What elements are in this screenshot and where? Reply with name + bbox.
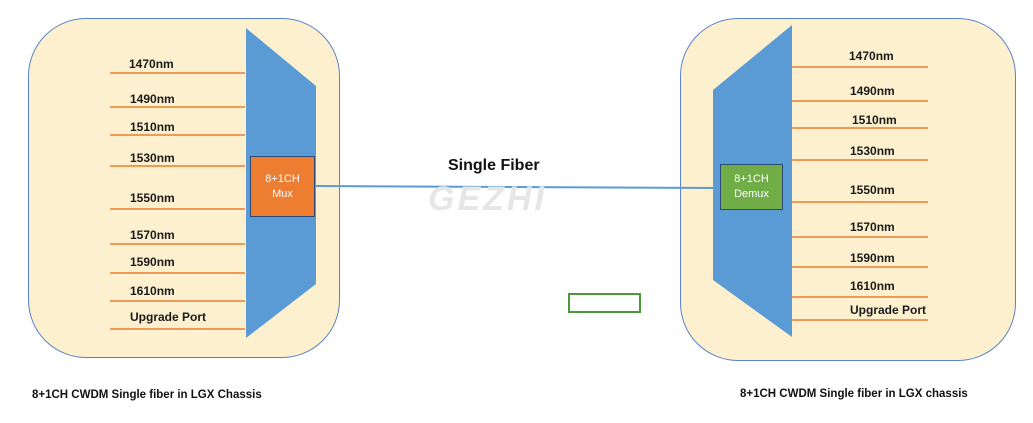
right-caption: 8+1CH CWDM Single fiber in LGX chassis [740,388,968,400]
right-wavelength-label: 1570nm [850,220,895,234]
left-caption: 8+1CH CWDM Single fiber in LGX Chassis [32,389,262,401]
watermark: GEZHI [428,180,547,218]
single-fiber-label: Single Fiber [448,157,540,174]
demux-box-line1: 8+1CH [734,173,769,185]
left-wavelength-label: 1570nm [130,228,175,242]
single-fiber-line [314,185,722,189]
right-wavelength-label: 1470nm [849,49,894,63]
right-port-lines [792,66,928,321]
right-wavelength-label: 1530nm [850,144,895,158]
right-wavelength-label: 1610nm [850,279,895,293]
mux-box-line1: 8+1CH [265,172,300,185]
left-upgrade-port-label: Upgrade Port [130,310,207,324]
left-wavelength-label: 1530nm [130,151,175,165]
left-wavelength-label: 1610nm [130,284,175,298]
left-wavelength-label: 1510nm [130,120,175,134]
left-port-lines [110,72,245,330]
demux-box-line2: Demux [734,188,769,200]
green-selection-rectangle [568,293,641,313]
right-wavelength-label: 1550nm [850,183,895,197]
mux-box-line2: Mux [272,187,293,200]
right-wavelength-label: 1490nm [850,84,895,98]
mux-box: 8+1CH Mux [250,156,315,217]
demux-box: 8+1CH Demux [720,164,783,210]
left-wavelength-label: 1590nm [130,255,175,269]
right-upgrade-port-label: Upgrade Port [850,303,927,317]
right-wavelength-label: 1590nm [850,251,895,265]
left-wavelength-label: 1470nm [129,57,174,71]
left-wavelength-label: 1550nm [130,191,175,205]
left-wavelength-label: 1490nm [130,92,175,106]
right-wavelength-label: 1510nm [852,113,897,127]
